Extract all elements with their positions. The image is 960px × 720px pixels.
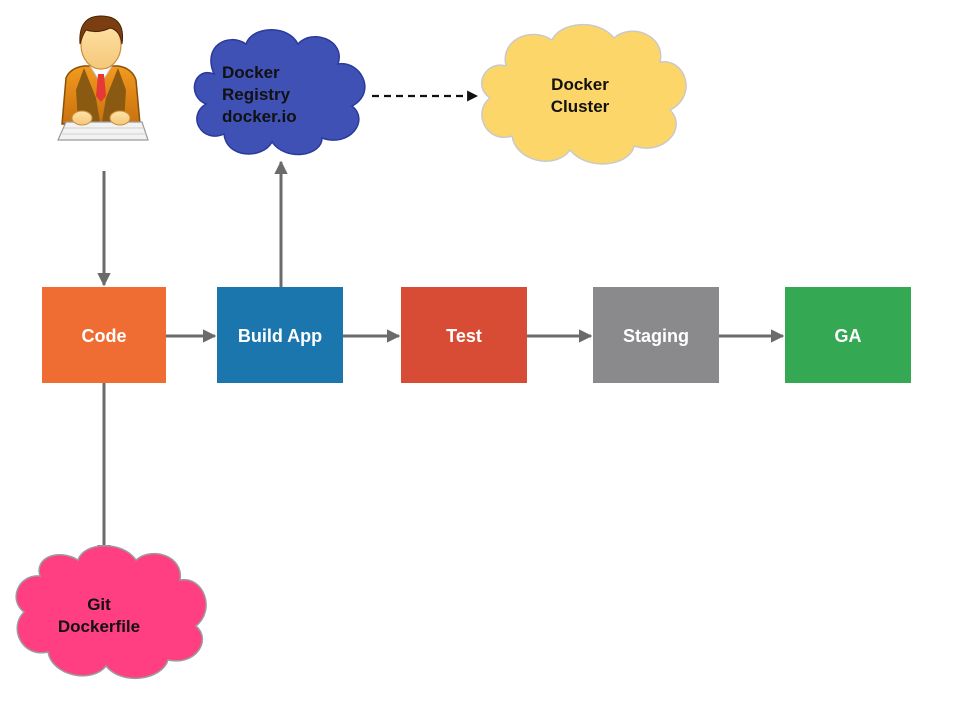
docker-cluster-cloud: Docker Cluster	[480, 24, 687, 165]
stage-staging-box	[593, 287, 719, 383]
stage-code-label: Code	[82, 326, 127, 346]
stage-build-app: Build App	[217, 287, 343, 383]
developer-at-keyboard-icon	[57, 15, 149, 141]
docker-cluster-label-line-1: Docker	[551, 75, 609, 94]
docker-registry-cloud-shape	[193, 29, 366, 156]
git-dockerfile-cloud: Git Dockerfile	[15, 545, 207, 680]
stage-code: Code	[42, 287, 166, 383]
docker-cluster-label-line-2: Cluster	[551, 97, 610, 116]
docker-registry-label-line-2: Registry	[222, 85, 291, 104]
stage-build-app-box	[217, 287, 343, 383]
stage-ga-label: GA	[835, 326, 862, 346]
stage-test-label: Test	[446, 326, 482, 346]
keyboard-icon	[57, 121, 149, 141]
docker-registry-label-line-1: Docker	[222, 63, 280, 82]
docker-registry-label-line-3: docker.io	[222, 107, 297, 126]
developer-right-hand	[109, 110, 131, 126]
developer-hair	[79, 15, 124, 45]
developer-tie	[96, 74, 106, 102]
developer-vest	[76, 68, 100, 122]
developer-left-hand	[71, 110, 93, 126]
docker-cluster-cloud-shape	[480, 24, 687, 165]
docker-registry-cloud: Docker Registry docker.io	[193, 29, 366, 156]
stage-staging: Staging	[593, 287, 719, 383]
stage-test-box	[401, 287, 527, 383]
stage-ga: GA	[785, 287, 911, 383]
stage-code-box	[42, 287, 166, 383]
stage-build-app-label: Build App	[238, 326, 322, 346]
stage-staging-label: Staging	[623, 326, 689, 346]
stage-test: Test	[401, 287, 527, 383]
git-dockerfile-label-line-2: Dockerfile	[58, 617, 140, 636]
git-dockerfile-label-line-1: Git	[87, 595, 111, 614]
git-dockerfile-cloud-shape	[15, 545, 207, 680]
stage-ga-box	[785, 287, 911, 383]
keyboard-keys	[62, 127, 146, 135]
developer-vest-right	[102, 68, 126, 122]
